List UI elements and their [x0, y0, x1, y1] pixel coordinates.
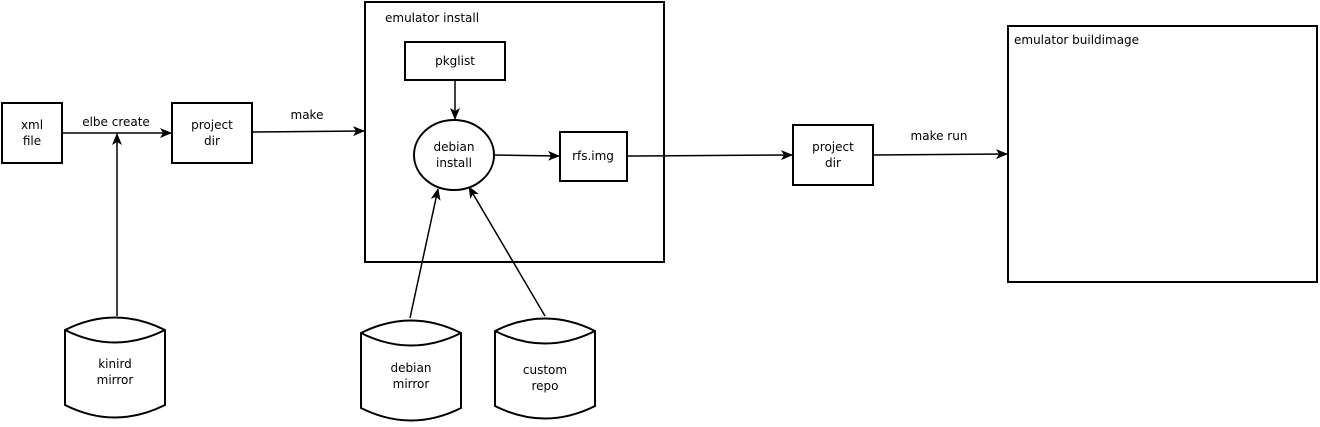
custom-repo-label-line1: custom: [523, 363, 567, 377]
edge-xml-to-project: elbe create: [62, 115, 172, 138]
debian-install-label-line1: debian: [434, 140, 475, 154]
edge-debian-install-to-rfs: [493, 150, 560, 161]
project-dir-node-1: project dir: [171, 102, 253, 164]
debian-mirror-label-line2: mirror: [393, 377, 430, 391]
edge-project-dir-to-buildimage: make run: [872, 129, 1008, 160]
debian-mirror-label-line1: debian: [391, 361, 432, 375]
pkglist-label: pkglist: [435, 54, 475, 68]
project-dir-node-2: project dir: [792, 124, 874, 186]
project-dir-2-label-line2: dir: [825, 156, 841, 170]
edge-debian-mirror-to-install: [409, 188, 441, 319]
debian-mirror-cylinder: debian mirror: [360, 319, 462, 422]
pkglist-node: pkglist: [404, 41, 506, 81]
xml-file-node: xml file: [1, 102, 63, 164]
debian-install-node: debian install: [413, 119, 495, 191]
kinird-mirror-cylinder: kinird mirror: [64, 316, 166, 419]
kinird-mirror-label-line2: mirror: [97, 373, 134, 387]
debian-install-label-line2: install: [436, 156, 472, 170]
rfs-img-node: rfs.img: [559, 131, 628, 182]
rfs-img-label: rfs.img: [572, 149, 614, 163]
kinird-mirror-label-line1: kinird: [98, 357, 132, 371]
emulator-buildimage-container: emulator buildimage: [1007, 25, 1318, 283]
make-run-label: make run: [911, 129, 968, 143]
xml-file-label-line2: file: [23, 134, 41, 148]
project-dir-1-label-line2: dir: [204, 134, 220, 148]
xml-file-label-line1: xml: [21, 118, 43, 132]
edge-project-to-install: make: [251, 108, 365, 137]
custom-repo-label-line2: repo: [531, 379, 558, 393]
elbe-create-label: elbe create: [82, 115, 150, 129]
project-dir-1-label-line1: project: [191, 118, 233, 132]
edge-custom-repo-to-install: [468, 186, 546, 317]
emulator-buildimage-label: emulator buildimage: [1014, 33, 1139, 47]
emulator-install-label: emulator install: [385, 11, 479, 25]
custom-repo-cylinder: custom repo: [494, 317, 596, 420]
make-label: make: [291, 108, 324, 122]
edge-rfs-to-project-dir: [626, 150, 793, 161]
project-dir-2-label-line1: project: [812, 140, 854, 154]
